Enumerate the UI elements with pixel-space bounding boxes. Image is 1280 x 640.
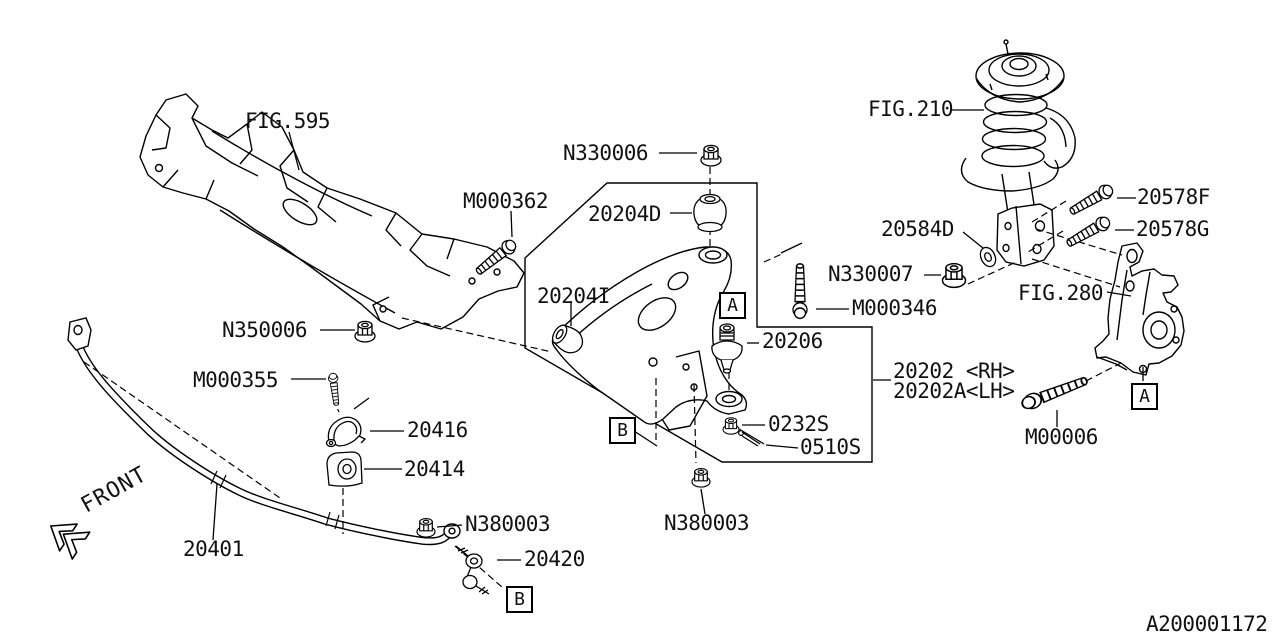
- stabilizer-bar-drawing: [67, 317, 461, 546]
- label-20202-lh: 20202A<LH>: [893, 379, 1015, 403]
- ball-joint-20206: [711, 323, 743, 374]
- label-n350006: N350006: [222, 318, 308, 342]
- label-20578f: 20578F: [1137, 185, 1210, 209]
- strut-drawing: [960, 39, 1076, 267]
- washer-20584d: [979, 246, 997, 268]
- bolt-m000355: [327, 372, 342, 407]
- label-m000355: M000355: [193, 368, 279, 392]
- leader-lines: [212, 109, 1144, 561]
- marker-a-letter: A: [727, 295, 738, 316]
- group-outline-20202: [524, 182, 873, 463]
- label-fig280: FIG.280: [1018, 281, 1104, 305]
- marker-b-letter: B: [617, 420, 628, 441]
- label-n380003-center: N380003: [664, 511, 750, 535]
- label-fig595: FIG.595: [245, 109, 331, 133]
- nut-n330006: [700, 144, 722, 167]
- marker-a-balljoint: A: [719, 292, 746, 319]
- label-20202-rh: 20202 <RH>: [893, 359, 1015, 383]
- nut-n350006: [354, 320, 376, 343]
- label-fig210: FIG.210: [868, 97, 954, 121]
- label-20416: 20416: [407, 418, 468, 442]
- marker-a-knuckle: A: [1131, 383, 1158, 410]
- nut-n380003-left: [416, 517, 436, 538]
- knuckle-drawing: [1094, 242, 1185, 376]
- label-0510s: 0510S: [800, 435, 861, 459]
- nut-0232s: [722, 417, 740, 435]
- label-20584d: 20584D: [881, 217, 954, 241]
- label-n330007: N330007: [828, 262, 914, 286]
- label-m000346: M000346: [852, 296, 938, 320]
- label-0232s: 0232S: [768, 412, 829, 436]
- cotter-pin-0510s: [737, 430, 761, 447]
- bushing-20204i: [551, 324, 584, 354]
- marker-b-arm: B: [609, 417, 636, 444]
- label-20401: 20401: [183, 537, 244, 561]
- clamp-20416: [325, 416, 367, 448]
- nut-n330007: [941, 262, 967, 289]
- link-20420: [455, 545, 490, 595]
- label-20578g: 20578G: [1136, 217, 1209, 241]
- marker-a-letter: A: [1139, 386, 1150, 407]
- control-arm-drawing: [551, 246, 748, 431]
- label-20206: 20206: [762, 329, 823, 353]
- subframe-drawing: [139, 93, 525, 330]
- label-m00006: M00006: [1025, 425, 1098, 449]
- marker-b-letter: B: [514, 589, 525, 610]
- label-20204d: 20204D: [588, 202, 661, 226]
- marker-b-link: B: [506, 586, 533, 613]
- label-20414: 20414: [404, 457, 465, 481]
- label-n380003-left: N380003: [465, 512, 551, 536]
- small-parts: [49, 144, 1116, 595]
- nut-n380003-center: [691, 467, 711, 488]
- bolt-m00006: [1019, 372, 1091, 413]
- bolt-20578f: [1066, 181, 1116, 219]
- bushing-20204d: [693, 193, 727, 233]
- label-20204i: 20204I: [537, 284, 610, 308]
- bolt-20578g: [1063, 213, 1113, 251]
- label-20420: 20420: [524, 547, 585, 571]
- doc-number: A200001172: [1146, 612, 1268, 636]
- label-n330006: N330006: [563, 141, 649, 165]
- front-arrow-icon: [49, 523, 91, 560]
- bolt-m000346: [792, 263, 808, 320]
- bushing-20414: [326, 451, 363, 487]
- label-m000362: M000362: [463, 189, 549, 213]
